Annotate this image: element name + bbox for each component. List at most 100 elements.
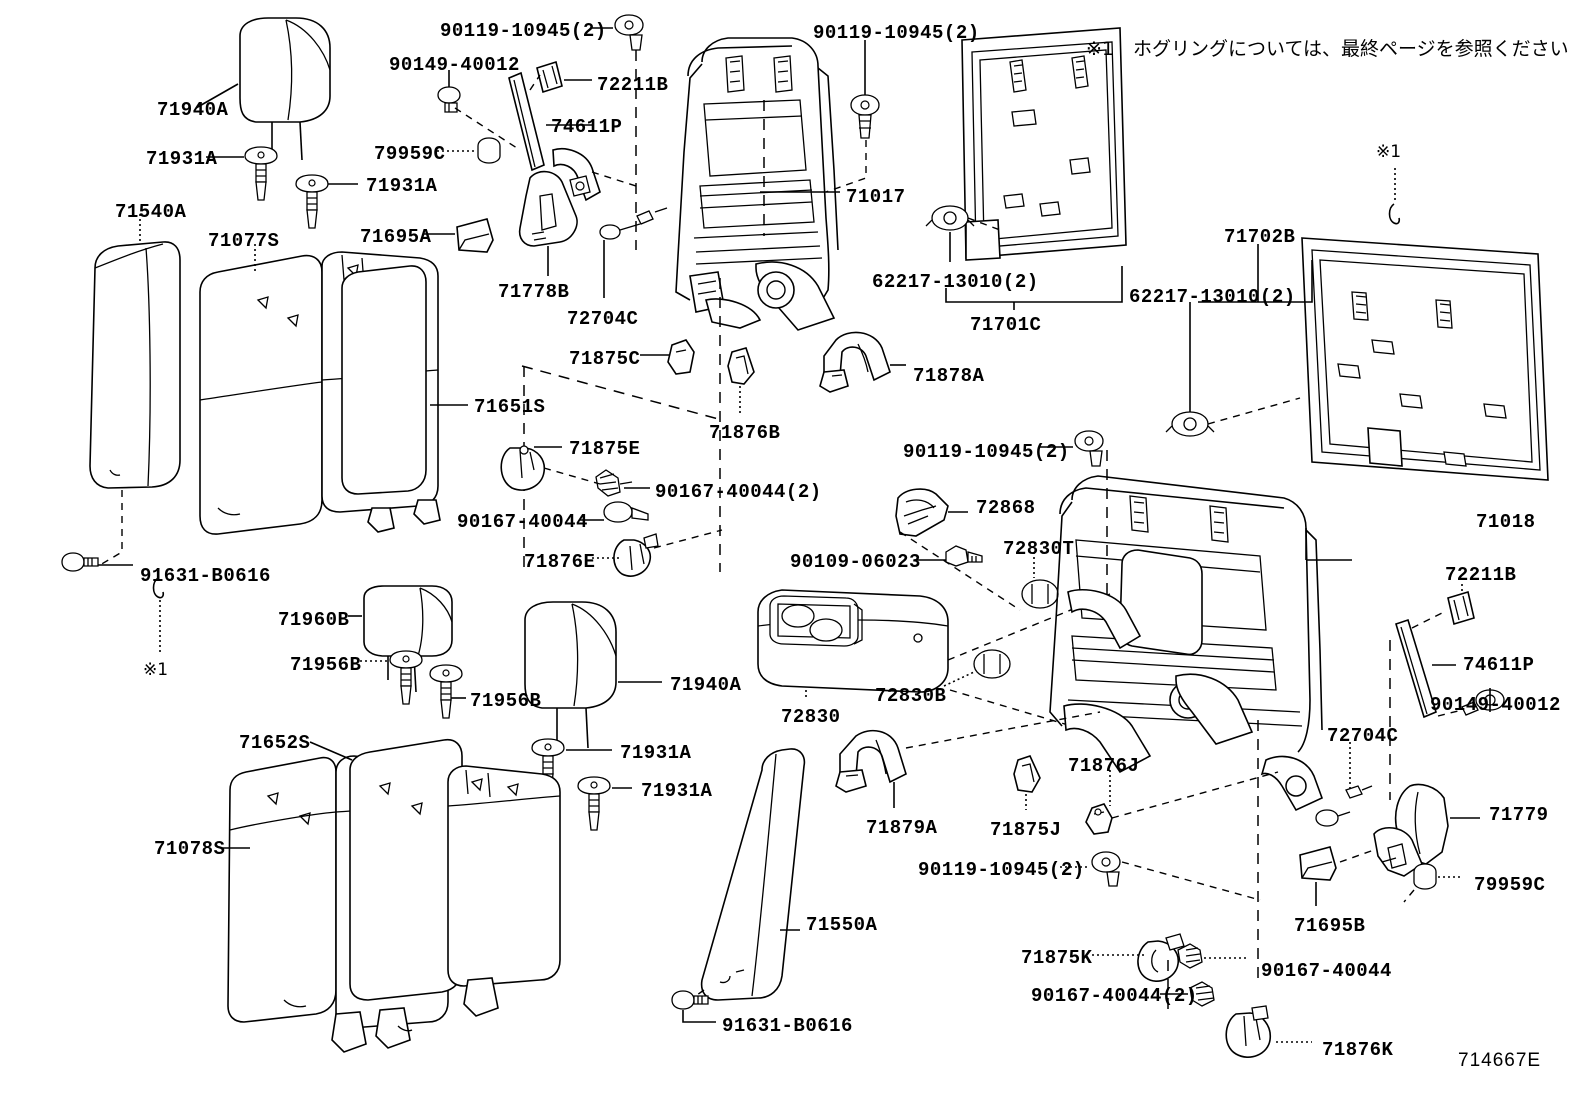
pin-72704c-right <box>1346 786 1372 798</box>
bolt-90119-10945-mid <box>1075 431 1103 466</box>
headrest-71940a-lower <box>525 602 616 748</box>
clip-71875k <box>1138 934 1184 981</box>
clip-71875c <box>668 340 694 374</box>
part-label-79959c-top: 79959C <box>374 143 446 165</box>
part-label-71779: 71779 <box>1489 804 1549 826</box>
part-label-71702b: 71702B <box>1224 226 1296 248</box>
screw-90167-40044-b <box>604 502 648 522</box>
screw-90167-40044-a <box>596 470 632 496</box>
hog-ring-right <box>1390 165 1400 224</box>
part-label-71956b-2: 71956B <box>470 690 542 712</box>
part-label-79959c-right: 79959C <box>1474 874 1546 896</box>
pin-small-right <box>1316 810 1350 826</box>
part-label-90167-40044-d: 90167-40044(2) <box>1031 985 1198 1007</box>
headrest-71960b <box>364 586 452 692</box>
part-label-72704c-top: 72704C <box>567 308 639 330</box>
part-label-91631-b0616-left: 91631-B0616 <box>140 565 271 587</box>
part-label-62217-13010-1: 62217-13010(2) <box>872 271 1039 293</box>
part-label-71017: 71017 <box>846 186 906 208</box>
part-label-90149-40012-right: 90149-40012 <box>1430 694 1561 716</box>
part-label-72704c-right: 72704C <box>1327 725 1399 747</box>
clip-72211b-right <box>1448 592 1474 624</box>
bracket-72868 <box>896 489 948 536</box>
part-label-90119-10945-top2: 90119-10945(2) <box>813 22 980 44</box>
part-label-71931a-2: 71931A <box>366 175 438 197</box>
grommet-79959c-top <box>478 138 500 163</box>
bracket-71778b <box>520 149 600 246</box>
part-label-72830: 72830 <box>781 706 841 728</box>
part-label-90149-40012-top: 90149-40012 <box>389 54 520 76</box>
part-label-72211b-right: 72211B <box>1445 564 1517 586</box>
part-label-71875k: 71875K <box>1021 947 1093 969</box>
part-label-71931a-1: 71931A <box>146 148 218 170</box>
bolster-71550a <box>702 749 805 1000</box>
part-label-71540a: 71540A <box>115 201 187 223</box>
board-71701c <box>962 28 1126 260</box>
headrest-71940a-top <box>240 18 330 160</box>
hook-71876k <box>1226 1006 1270 1057</box>
part-label-71875c: 71875C <box>569 348 641 370</box>
hog-ring-note: ※1 ホグリングについては、最終ページを参照ください <box>1086 38 1569 60</box>
bolt-71931a-2 <box>296 175 328 228</box>
part-label-71876e: 71876E <box>524 551 596 573</box>
part-label-62217-13010-2: 62217-13010(2) <box>1129 286 1296 308</box>
part-label-71876k: 71876K <box>1322 1039 1394 1061</box>
cap-71695a <box>457 219 493 252</box>
part-label-71960b: 71960B <box>278 609 350 631</box>
bar-74611p-top <box>509 73 544 170</box>
part-label-71875e: 71875E <box>569 438 641 460</box>
part-label-71878a: 71878A <box>913 365 985 387</box>
bolt-90109-06023 <box>946 546 982 566</box>
part-label-71875j: 71875J <box>990 819 1062 841</box>
bolt-91631-b0616-left <box>62 553 98 571</box>
star-mark-left: ※1 <box>143 660 169 680</box>
grommet-79959c-right <box>1414 864 1436 889</box>
part-label-90119-10945-top1: 90119-10945(2) <box>440 20 607 42</box>
clip-62217-13010-1 <box>926 206 974 230</box>
part-label-71651s: 71651S <box>474 396 546 418</box>
seatback-frame-71017 <box>676 38 838 330</box>
part-label-71695a: 71695A <box>360 226 432 248</box>
hook-71878a <box>820 332 890 392</box>
screw-90167-40044-c <box>1178 944 1202 968</box>
part-label-90109-06023: 90109-06023 <box>790 551 921 573</box>
part-label-72830t: 72830T <box>1003 538 1075 560</box>
part-label-71078s: 71078S <box>154 838 226 860</box>
part-label-91631-b0616-lower: 91631-B0616 <box>722 1015 853 1037</box>
part-label-71701c: 71701C <box>970 314 1042 336</box>
clip-71876j <box>1086 804 1112 834</box>
part-label-71879a: 71879A <box>866 817 938 839</box>
part-label-90167-40044-c: 90167-40044 <box>1261 960 1392 982</box>
clip-71876b <box>728 348 754 384</box>
bolt-90119-10945-top1 <box>615 15 643 50</box>
bolt-91631-b0616-lower <box>672 991 708 1009</box>
pin-small-72704c <box>637 208 667 224</box>
diagram-id: 714667E <box>1458 1050 1542 1071</box>
grommet-72830b <box>974 650 1010 678</box>
part-label-72830b: 72830B <box>875 685 947 707</box>
part-label-71550a: 71550A <box>806 914 878 936</box>
clip-71875j <box>1014 756 1040 792</box>
hook-71879a <box>836 731 906 792</box>
part-label-74611p-right: 74611P <box>1463 654 1535 676</box>
cap-71695b <box>1300 847 1336 880</box>
bolt-90149-40012-top <box>438 87 460 112</box>
bolt-71931a-3 <box>532 739 564 792</box>
clip-71876e <box>614 534 658 576</box>
clip-72211b-top <box>537 62 562 92</box>
bolt-71956b-2 <box>430 665 462 718</box>
bolt-71931a-4 <box>578 777 610 830</box>
armrest-72830 <box>758 590 948 692</box>
seatback-71077s <box>200 252 440 534</box>
part-label-90119-10945-mid: 90119-10945(2) <box>903 441 1070 463</box>
pin-72704c-top <box>600 224 640 239</box>
part-label-71940a-top: 71940A <box>157 99 229 121</box>
bolt-71956b-1 <box>390 651 422 704</box>
part-label-72211b-top: 72211B <box>597 74 669 96</box>
part-label-72868: 72868 <box>976 497 1036 519</box>
part-label-74611p-top: 74611P <box>551 116 623 138</box>
part-label-71931a-3: 71931A <box>620 742 692 764</box>
part-label-71018: 71018 <box>1476 511 1536 533</box>
part-label-71956b-1: 71956B <box>290 654 362 676</box>
